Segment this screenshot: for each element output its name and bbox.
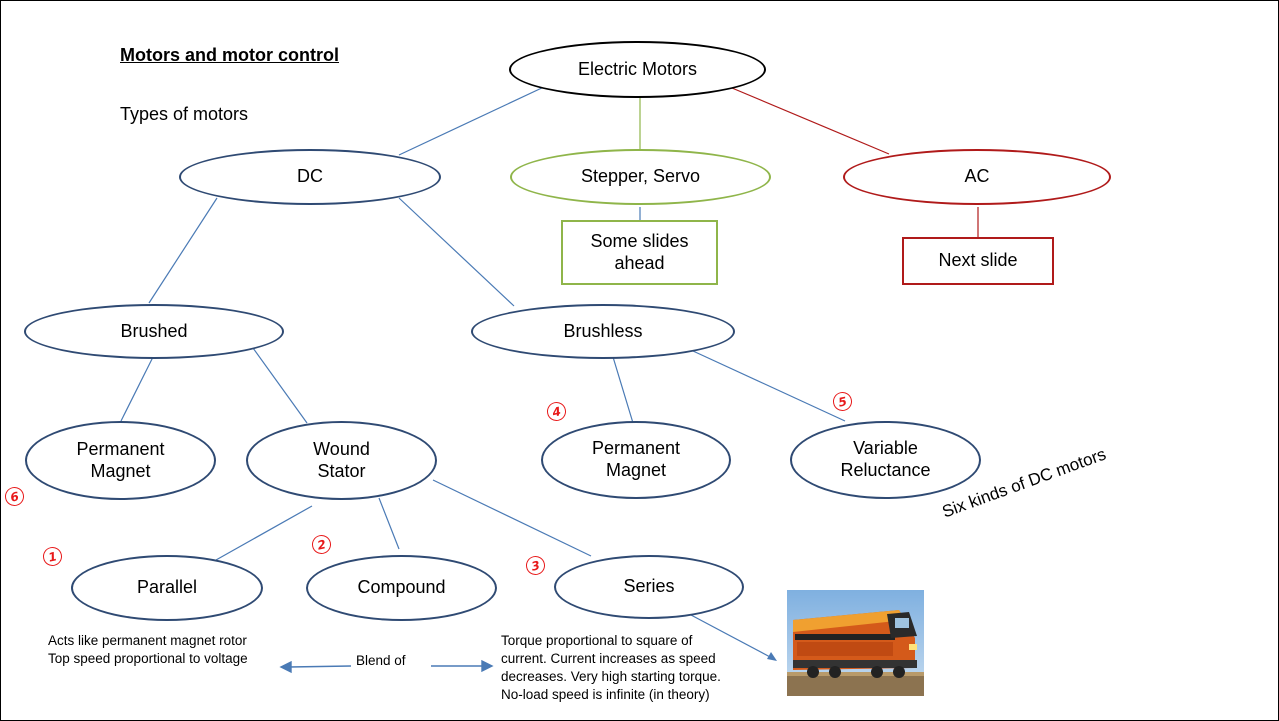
box-next-slide: Next slide — [902, 237, 1054, 285]
edge-wound-compound — [378, 497, 400, 550]
edge-dc-brushless — [398, 197, 515, 307]
arrowhead-train — [767, 652, 777, 661]
node-label: Electric Motors — [577, 58, 698, 79]
node-compound: Compound — [306, 555, 497, 621]
blend-of-label: Blend of — [356, 653, 406, 668]
node-brushless-permanent-magnet: Permanent Magnet — [541, 421, 731, 499]
node-wound-stator: Wound Stator — [246, 421, 437, 500]
edge-root-dc — [398, 85, 547, 156]
node-label: AC — [964, 166, 990, 187]
node-label: DC — [297, 166, 323, 187]
node-label: Parallel — [136, 577, 198, 598]
node-dc: DC — [179, 149, 441, 205]
slide-subtitle: Types of motors — [120, 104, 249, 124]
node-brushed: Brushed — [24, 304, 284, 359]
node-brushless: Brushless — [471, 304, 735, 359]
node-electric-motors: Electric Motors — [509, 41, 766, 98]
node-label: Wound Stator — [313, 438, 370, 481]
node-label: Variable Reluctance — [840, 438, 931, 480]
series-note: Torque proportional to square of current… — [501, 633, 721, 702]
node-label: Stepper, Servo — [580, 166, 701, 187]
node-label: Some slides ahead — [590, 230, 689, 273]
node-label: Permanent Magnet — [76, 438, 165, 481]
node-label: Brushed — [120, 320, 188, 341]
edge-wound-series — [432, 479, 592, 557]
train-locomotive-photo — [787, 590, 924, 696]
parallel-note: Acts like permanent magnet rotor Top spe… — [48, 633, 248, 666]
node-variable-reluctance: Variable Reluctance — [790, 421, 981, 499]
node-label: Series — [623, 576, 675, 597]
node-label: Compound — [357, 577, 446, 598]
edge-brushed-wound — [252, 347, 308, 424]
edge-root-ac — [731, 87, 890, 155]
node-stepper-servo: Stepper, Servo — [510, 149, 771, 205]
edge-wound-parallel — [215, 505, 313, 561]
node-brushed-permanent-magnet: Permanent Magnet — [25, 421, 216, 500]
node-label: Permanent Magnet — [591, 438, 681, 480]
node-label: Brushless — [563, 320, 643, 341]
edge-brushless-vr — [692, 350, 846, 422]
box-some-slides-ahead: Some slides ahead — [561, 220, 718, 285]
node-label: Next slide — [938, 250, 1018, 271]
node-series: Series — [554, 555, 744, 619]
edge-series-train — [690, 614, 773, 659]
blend-arrow-left — [288, 665, 352, 668]
slide-title: Motors and motor control — [120, 45, 339, 65]
node-ac: AC — [843, 149, 1111, 205]
edge-dc-brushed — [148, 197, 218, 304]
edge-brushed-pm — [120, 352, 156, 422]
node-parallel: Parallel — [71, 555, 263, 621]
edge-brushless-pm — [612, 356, 634, 424]
